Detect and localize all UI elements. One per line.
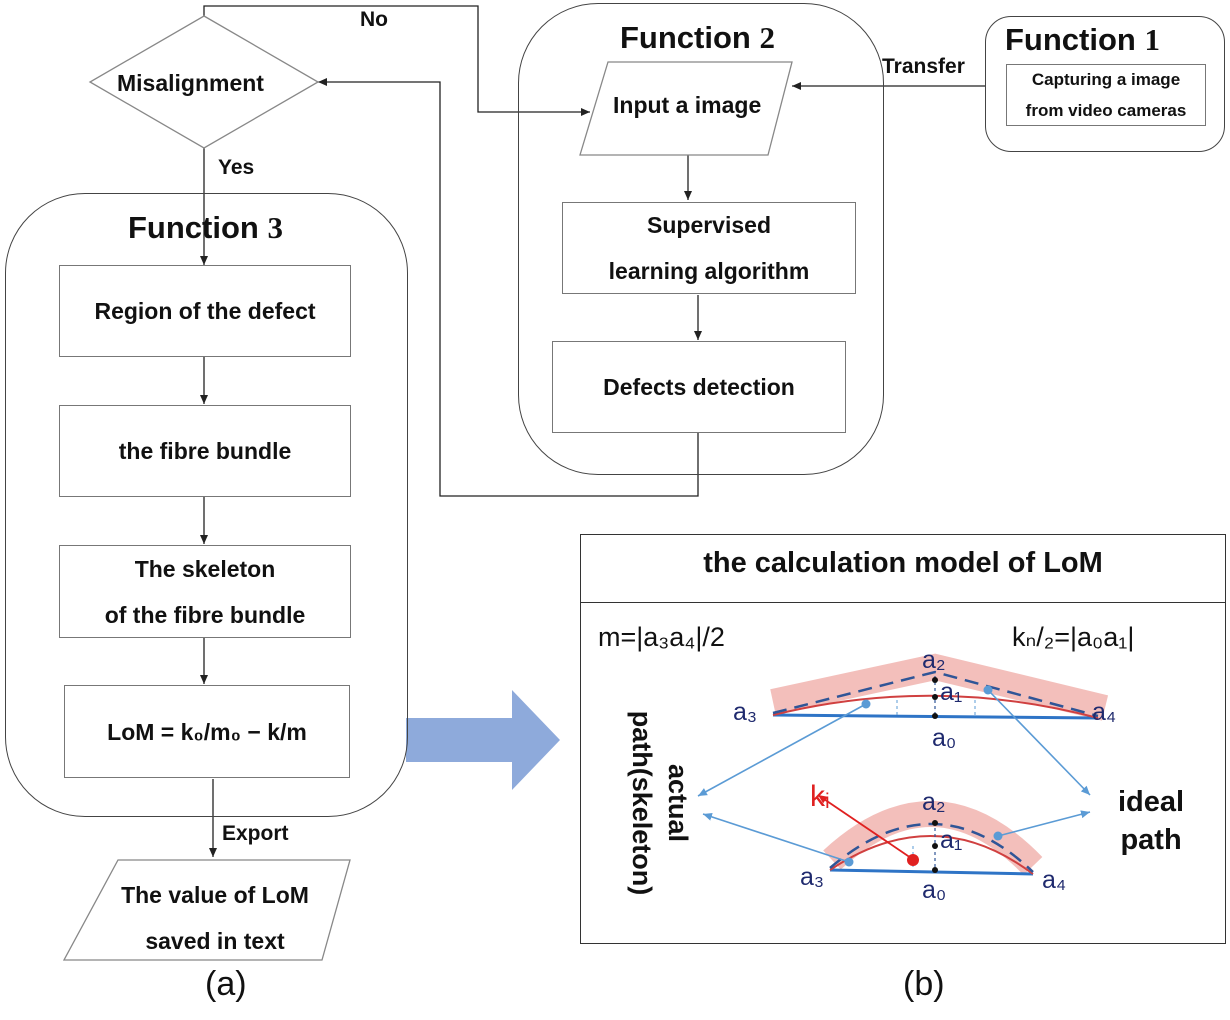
bottom-fibre-band — [823, 801, 1043, 876]
output-text: The value of LoM saved in text — [121, 882, 309, 954]
bottom-a1-label: a₁ — [940, 826, 963, 854]
bottom-a0-label: a₀ — [922, 876, 947, 904]
calc-model-frame — [580, 534, 1226, 944]
function3-container — [5, 193, 408, 817]
top-a0-label: a₀ — [932, 724, 957, 752]
m-formula: m=|a₃a₄|/2 — [598, 622, 725, 652]
skeleton-box: The skeleton of the fibre bundle — [59, 545, 351, 638]
function2-container — [518, 3, 884, 475]
supervised-box: Supervised learning algorithm — [562, 202, 856, 294]
ki-arrow — [817, 794, 912, 859]
ki-label: kᵢ — [810, 780, 830, 813]
fibre-bundle-box: the fibre bundle — [59, 405, 351, 497]
function1-heading: Function 1 — [1005, 22, 1160, 57]
input-parallelogram — [579, 61, 793, 156]
top-a3-label: a₃ — [733, 698, 758, 726]
bottom-actual-curve — [829, 835, 1034, 875]
bottom-a2-label: a₂ — [922, 788, 946, 816]
transfer-label: Transfer — [882, 55, 965, 78]
caption-b: (b) — [903, 965, 945, 1003]
actual-path-label: actual path(skeleton) — [627, 710, 693, 896]
yes-label: Yes — [218, 156, 255, 179]
defects-detection-box: Defects detection — [552, 341, 846, 433]
misalignment-diamond — [88, 15, 320, 149]
top-a1-label: a₁ — [940, 678, 963, 706]
top-ideal-dashed — [772, 670, 1099, 718]
bottom-a4-label: a₄ — [1042, 866, 1067, 894]
ideal-path-label: ideal path — [1118, 786, 1185, 856]
export-label: Export — [222, 822, 289, 845]
bottom-a3-label: a₃ — [800, 863, 825, 891]
function2-heading: Function 2 — [620, 20, 775, 55]
capture-box: Capturing a image from video cameras — [1006, 64, 1206, 126]
output-parallelogram — [62, 859, 351, 961]
top-a4-label: a₄ — [1092, 698, 1117, 726]
k-formula: kₙ/₂=|a₀a₁| — [1012, 622, 1135, 652]
input-image-label: Input a image — [613, 92, 762, 118]
function3-heading: Function 3 — [128, 210, 283, 245]
top-fibre-band — [770, 653, 1109, 721]
calc-model-title: the calculation model of LoM — [703, 547, 1103, 579]
top-a2-label: a₂ — [922, 646, 946, 674]
feedback-line — [318, 78, 699, 497]
calc-model-title-divider — [580, 602, 1226, 603]
caption-a: (a) — [205, 965, 247, 1003]
big-right-arrow — [406, 690, 560, 790]
no-label: No — [360, 8, 388, 31]
bottom-chord — [829, 868, 1034, 876]
misalignment-label: Misalignment — [117, 70, 264, 96]
lom-formula-box: LoM = k₀/m₀ − k/m — [64, 685, 350, 778]
region-defect-box: Region of the defect — [59, 265, 351, 357]
function1-container — [985, 16, 1225, 152]
